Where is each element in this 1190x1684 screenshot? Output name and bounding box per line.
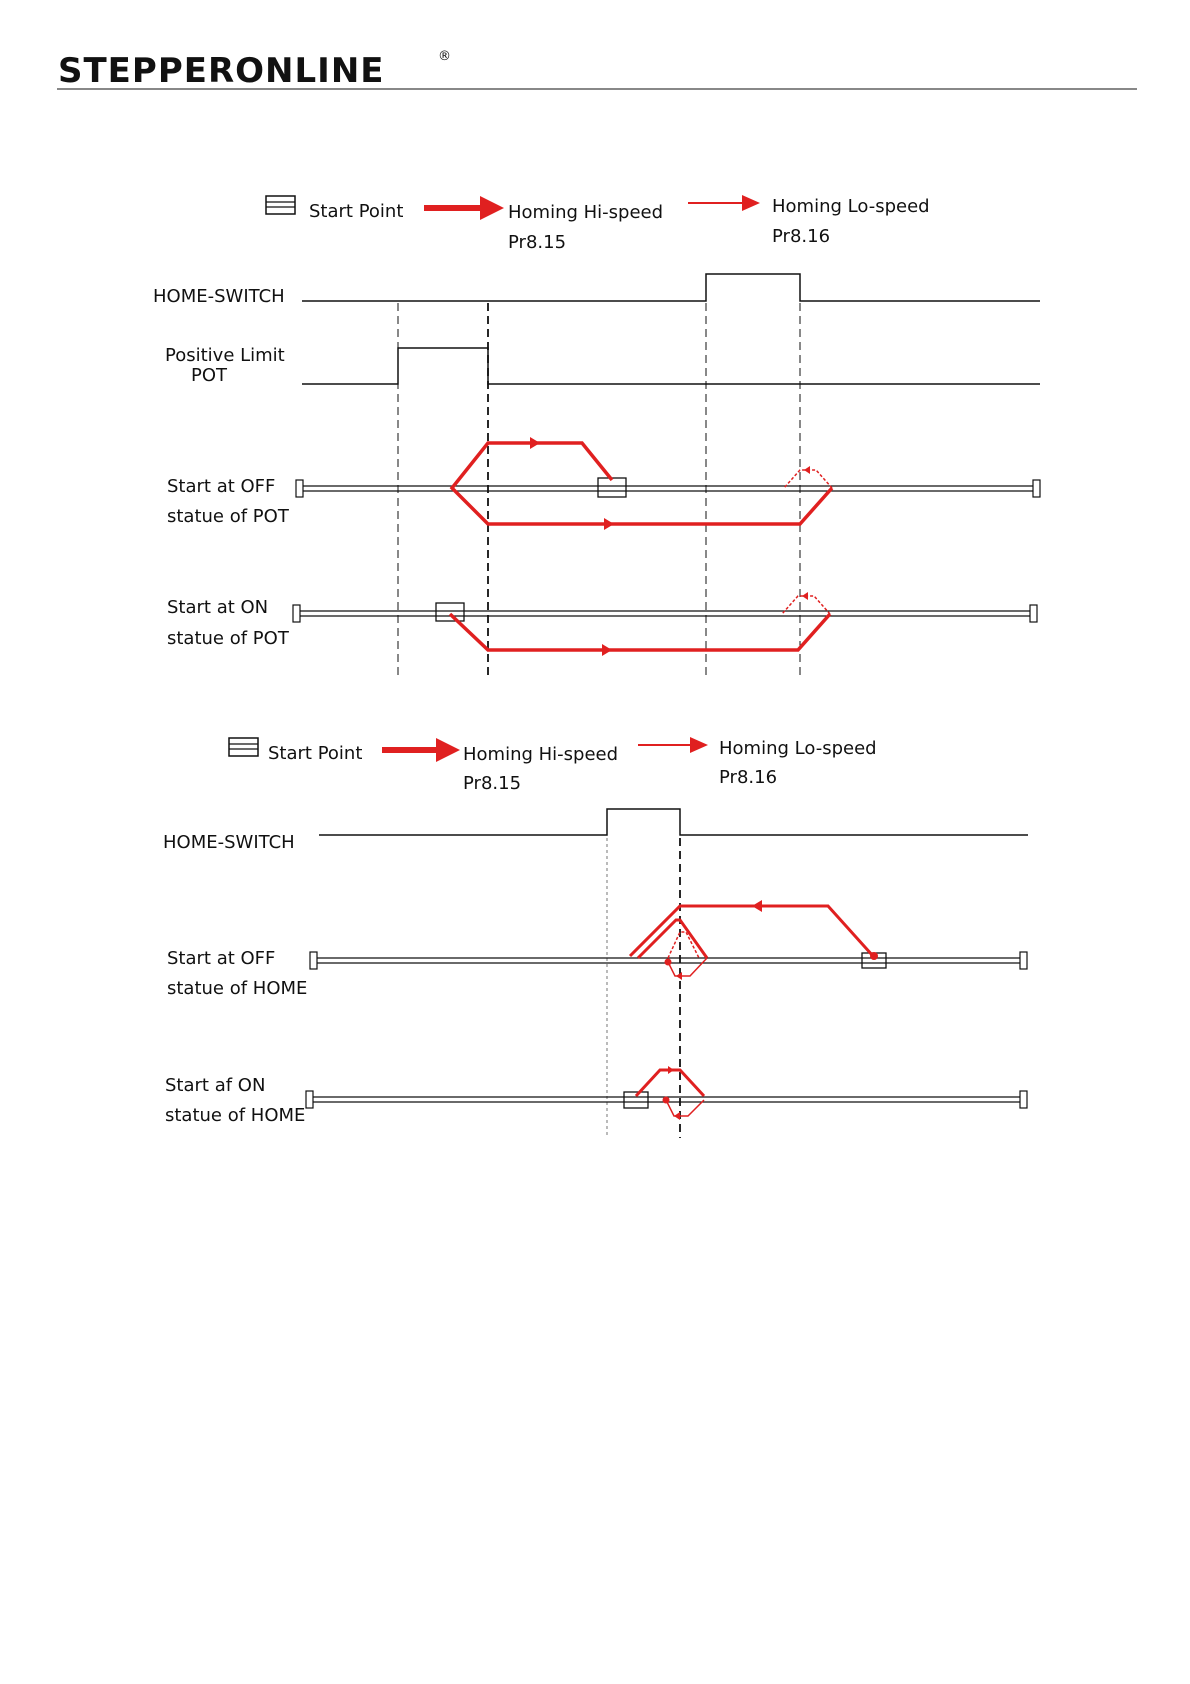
track-end-left [296,480,303,497]
track-end-left [310,952,317,969]
case-pot-off-hi-path [452,437,832,530]
hi-speed-arrow-icon [382,738,460,762]
case-pot-on-hi-path [450,614,830,656]
legend-1: Start Point Homing Hi-speed Pr8.15 Homin… [266,195,930,253]
lo-speed-arrow-icon [688,195,760,211]
start-point-marker [436,603,464,621]
track-end-right [1020,1091,1027,1108]
registered-mark: ® [438,49,451,64]
track-end-right [1033,480,1040,497]
start-point-icon [266,196,295,214]
home-switch-label: HOME-SWITCH [153,286,285,307]
case-home-on-label-2: statue of HOME [165,1105,305,1126]
legend-hi-param: Pr8.15 [508,232,566,253]
start-point-marker [598,478,626,497]
diagram-pot-homing: Start Point Homing Hi-speed Pr8.15 Homin… [153,195,1040,680]
case-home-off-lo-path [665,932,708,980]
lo-speed-arrow-icon [638,737,708,753]
track-end-left [306,1091,313,1108]
case-home-off-label-1: Start at OFF [167,948,275,969]
legend-hi-param: Pr8.15 [463,773,521,794]
legend-start-point-label: Start Point [268,743,362,764]
guide-lines-2 [607,838,680,1138]
case-pot-off-lo-path [784,466,832,488]
legend-lo-speed-label: Homing Lo-speed [772,196,930,217]
legend-hi-speed-label: Homing Hi-speed [463,744,618,765]
home-switch-label: HOME-SWITCH [163,832,295,853]
legend-lo-param: Pr8.16 [719,767,777,788]
legend-lo-param: Pr8.16 [772,226,830,247]
case-pot-off-track [296,480,1040,497]
start-point-icon [229,738,258,756]
legend-hi-speed-label: Homing Hi-speed [508,202,663,223]
case-pot-on-label-1: Start at ON [167,597,268,618]
legend-start-point-label: Start Point [309,201,403,222]
case-home-off-hi-path [630,900,878,960]
pot-label: POT [191,365,228,386]
case-home-off-label-2: statue of HOME [167,978,307,999]
case-home-on-label-1: Start af ON [165,1075,265,1096]
track-end-right [1030,605,1037,622]
header: STEPPERONLINE ® [57,49,1137,91]
pot-waveform [302,348,1040,384]
case-home-on-lo-path [663,1097,705,1121]
hi-speed-arrow-icon [424,196,504,220]
brand-logo: STEPPERONLINE [58,51,385,91]
positive-limit-label: Positive Limit [165,345,285,366]
home-switch-waveform [302,274,1040,301]
legend-2: Start Point Homing Hi-speed Pr8.15 Homin… [229,737,877,794]
home-switch-waveform [319,809,1028,835]
track-end-right [1020,952,1027,969]
case-pot-on-track [293,605,1037,622]
diagram-home-homing: Start Point Homing Hi-speed Pr8.15 Homin… [163,737,1028,1138]
legend-lo-speed-label: Homing Lo-speed [719,738,877,759]
case-pot-off-label-1: Start at OFF [167,476,275,497]
case-pot-on-label-2: statue of POT [167,628,290,649]
case-pot-off-label-2: statue of POT [167,506,290,527]
track-end-left [293,605,300,622]
